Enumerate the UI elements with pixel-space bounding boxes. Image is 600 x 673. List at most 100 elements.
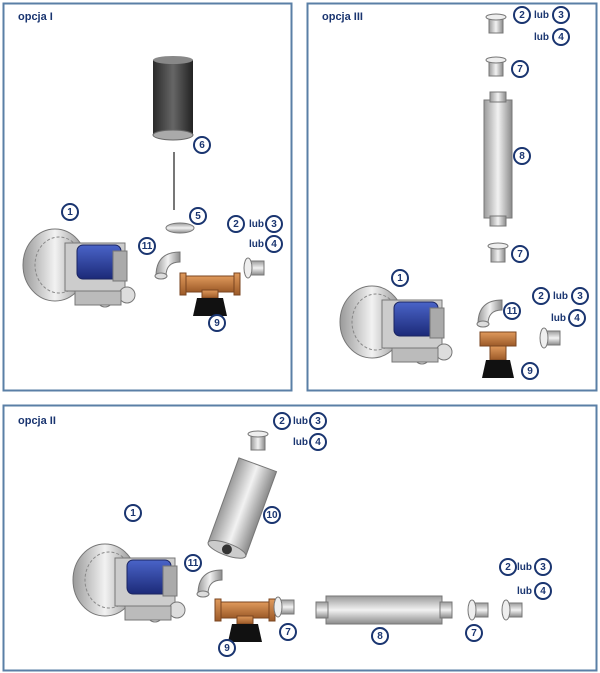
or-label: lub: [249, 219, 264, 230]
callout-circle: [391, 269, 409, 287]
part-number: 2: [233, 219, 239, 230]
or-label: lub: [534, 32, 549, 43]
callout-circle: [227, 215, 245, 233]
part-number: 4: [271, 239, 277, 250]
part-number-callout: 3: [571, 287, 589, 305]
fitting: [485, 13, 507, 34]
callout-circle: [511, 245, 529, 263]
callout-circle: [534, 582, 552, 600]
part-number: 7: [517, 64, 523, 75]
part-number-callout: 1: [61, 203, 79, 221]
panel-title: opcja III: [322, 11, 363, 23]
part-number: 8: [519, 151, 525, 162]
or-label: lub: [249, 239, 264, 250]
part-number-callout: 3: [309, 412, 327, 430]
part-number: 2: [519, 10, 525, 21]
callout-circle: [218, 639, 236, 657]
part-number: 9: [224, 643, 230, 654]
part-number-callout: 5: [189, 207, 207, 225]
connector-7: [485, 56, 507, 77]
part-number: 11: [507, 306, 518, 317]
part-number-callout: 7: [465, 624, 483, 642]
part-number-callout: 7: [511, 60, 529, 78]
filter-cartridge: [152, 56, 194, 141]
part-number: 4: [315, 437, 321, 448]
callout-circle: [552, 28, 570, 46]
callout-circle: [184, 554, 202, 572]
callout-circle: [503, 302, 521, 320]
part-number: 8: [377, 631, 383, 642]
part-number-callout: 8: [513, 147, 531, 165]
fitting: [247, 430, 269, 451]
tee-valve: [179, 272, 241, 317]
part-number-callout: 8: [371, 627, 389, 645]
callout-circle: [265, 215, 283, 233]
part-number-callout: 4: [309, 433, 327, 451]
part-number-callout: 1: [391, 269, 409, 287]
callout-circle: [571, 287, 589, 305]
part-number: 2: [505, 562, 511, 573]
callout-circle: [532, 287, 550, 305]
part-number-callout: 4: [552, 28, 570, 46]
or-label: lub: [517, 562, 532, 573]
side-channel-blower: [22, 228, 136, 308]
part-number: 7: [471, 628, 477, 639]
callout-circle: [263, 506, 281, 524]
part-number: 2: [538, 291, 544, 302]
side-channel-blower: [72, 543, 186, 623]
connector-7: [273, 596, 295, 618]
part-number: 10: [266, 510, 278, 521]
part-number-callout: 4: [534, 582, 552, 600]
fitting: [539, 327, 561, 349]
callout-circle: [208, 314, 226, 332]
part-number-callout: 2: [513, 6, 531, 24]
callout-circle: [568, 309, 586, 327]
elbow-pipe: [476, 299, 503, 328]
part-number: 3: [577, 291, 583, 302]
tee-valve: [214, 598, 276, 643]
part-number-callout: 9: [218, 639, 236, 657]
silencer-10: [207, 457, 278, 559]
part-number-callout: 3: [534, 558, 552, 576]
callout-circle: [309, 412, 327, 430]
panel-frame-opcja-1: [2, 2, 293, 392]
callout-circle: [279, 623, 297, 641]
part-number: 1: [397, 273, 403, 284]
part-number-callout: 7: [279, 623, 297, 641]
or-label: lub: [517, 586, 532, 597]
elbow-pipe: [154, 251, 181, 280]
part-number-callout: 11: [184, 554, 202, 572]
silencer-8: [483, 91, 513, 227]
silencer-8: [315, 595, 453, 625]
part-number: 9: [527, 366, 533, 377]
part-number: 3: [558, 10, 564, 21]
part-number: 9: [214, 318, 220, 329]
part-number-callout: 4: [265, 235, 283, 253]
part-number-callout: 9: [208, 314, 226, 332]
part-number: 11: [188, 558, 199, 569]
part-number: 5: [195, 211, 201, 222]
part-number-callout: 11: [138, 237, 156, 255]
part-number: 7: [285, 627, 291, 638]
part-number-callout: 11: [503, 302, 521, 320]
flange-5: [165, 222, 195, 234]
callout-circle: [61, 203, 79, 221]
part-number-callout: 2: [532, 287, 550, 305]
callout-circle: [265, 235, 283, 253]
callout-circle: [371, 627, 389, 645]
part-number-callout: 6: [193, 136, 211, 154]
callout-circle: [511, 60, 529, 78]
side-channel-blower: [339, 285, 453, 365]
elbow-pipe: [196, 569, 223, 598]
connector-7: [487, 242, 509, 263]
panel-title: opcja II: [18, 415, 56, 427]
part-number: 4: [558, 32, 564, 43]
part-number-callout: 7: [511, 245, 529, 263]
part-number-callout: 2: [227, 215, 245, 233]
fitting: [243, 257, 265, 279]
or-label: lub: [551, 313, 566, 324]
part-number: 1: [67, 207, 73, 218]
callout-circle: [521, 362, 539, 380]
part-number-callout: 2: [499, 558, 517, 576]
